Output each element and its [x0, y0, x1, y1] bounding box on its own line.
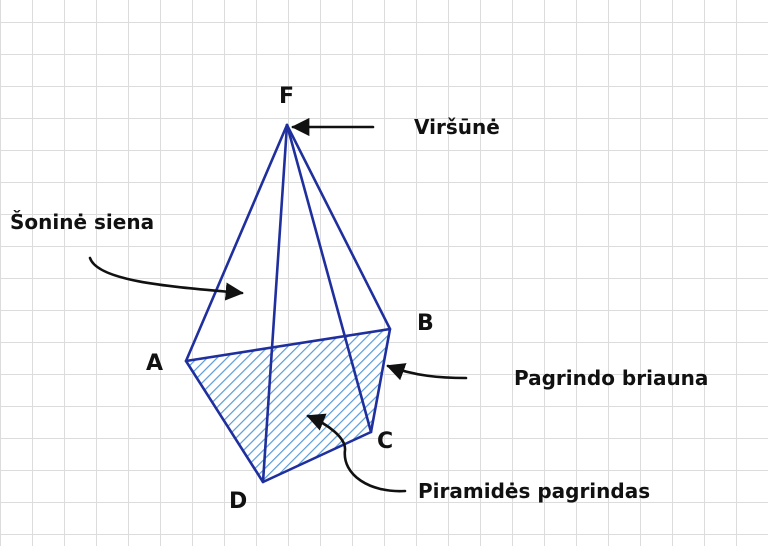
lateral-face-arrow [88, 256, 244, 301]
edge-FA [184, 123, 289, 363]
lateral-edges [184, 123, 392, 484]
vertex-label-c: C [377, 429, 394, 454]
edge-FD [261, 123, 289, 484]
vertex-label-d: D [229, 489, 248, 514]
apex-label: Viršūnė [414, 115, 500, 139]
base-edge-label: Pagrindo briauna [514, 366, 709, 390]
pyramid-base [184, 327, 392, 484]
lateral-face-label: Šoninė siena [10, 210, 155, 234]
base-edge-arrow [386, 363, 468, 381]
base-label: Piramidės pagrindas [418, 479, 651, 503]
vertex-label-f: F [279, 84, 295, 109]
edge-FB [285, 123, 392, 331]
vertex-label-b: B [417, 311, 434, 336]
edge-FC [285, 123, 373, 434]
vertex-label-a: A [146, 351, 164, 376]
base-arrow [306, 413, 407, 493]
